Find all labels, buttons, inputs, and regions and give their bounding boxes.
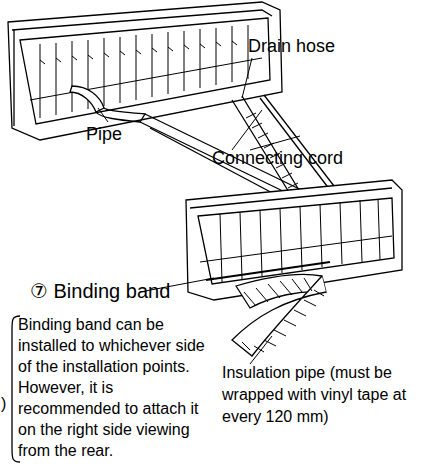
indoor-unit-top (8, 2, 334, 214)
part-name: Drain hose (248, 36, 335, 57)
note-text: Binding band can be installed to whichev… (18, 314, 218, 461)
part-name: Pipe (86, 124, 122, 145)
callout-label: ⑦ Binding band (30, 279, 170, 303)
indoor-unit-bottom (140, 180, 402, 364)
part-name: Connecting cord (212, 148, 343, 169)
bracket-mark: ) (1, 395, 6, 413)
note-text: Insulation pipe (must be wrapped with vi… (222, 362, 418, 428)
